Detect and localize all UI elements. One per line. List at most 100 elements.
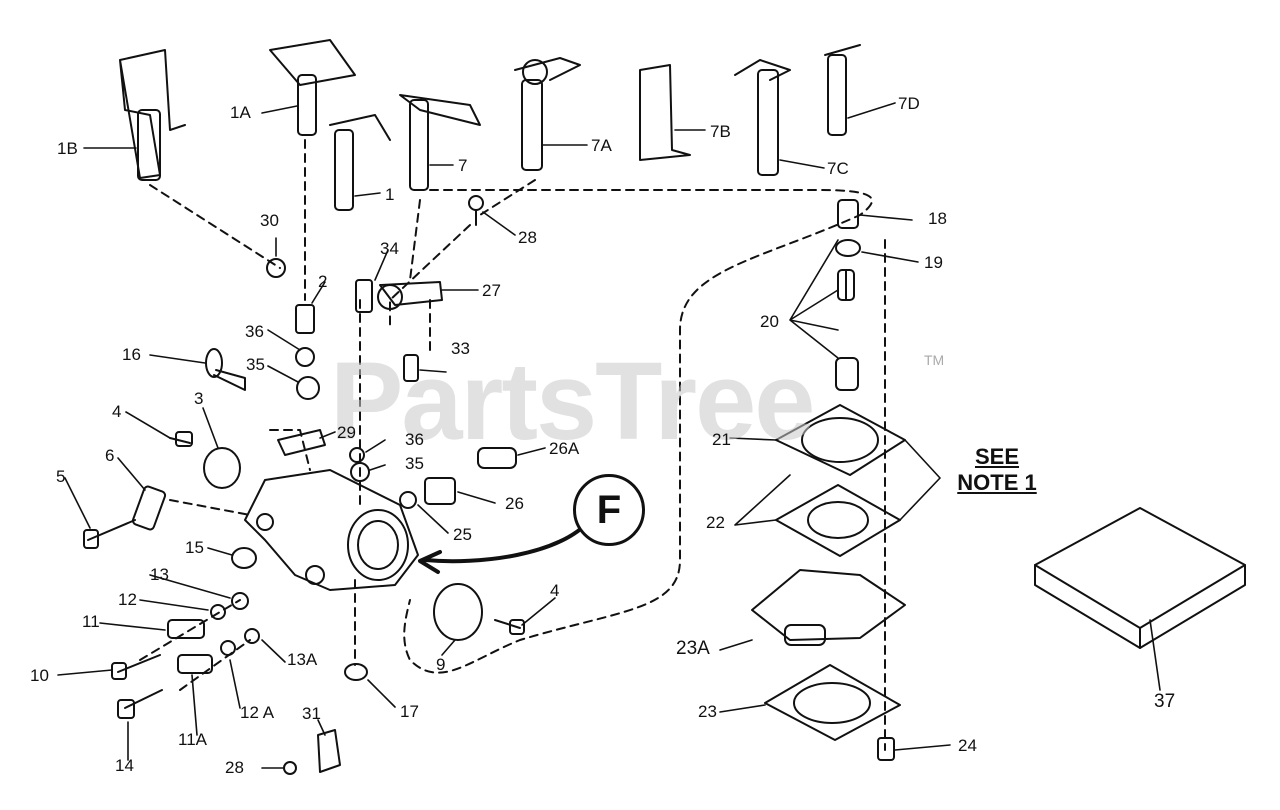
part-27-bracket <box>377 281 443 310</box>
label-27: 27 <box>482 281 501 300</box>
part-5-screw <box>83 519 136 549</box>
part-11a-spring <box>177 654 213 674</box>
part-31-clip <box>317 729 341 773</box>
label-37: 37 <box>1154 691 1176 712</box>
label-4-right: 4 <box>550 581 560 600</box>
part-12a-washer <box>220 640 236 656</box>
label-20: 20 <box>760 312 779 331</box>
label-21: 21 <box>712 430 731 449</box>
label-35-top: 35 <box>246 355 265 374</box>
label-29: 29 <box>337 423 356 442</box>
label-9: 9 <box>436 655 446 674</box>
label-10: 10 <box>30 666 49 685</box>
part-7a-shaft <box>514 57 581 171</box>
label-26a: 26A <box>549 439 580 458</box>
part-28-screw <box>468 195 484 226</box>
label-35-mid: 35 <box>405 454 424 473</box>
label-1: 1 <box>385 185 395 204</box>
see-note-label: SEE NOTE 1 <box>942 444 1052 496</box>
label-19: 19 <box>924 253 943 272</box>
f-badge: F <box>573 474 645 546</box>
part-13a-gasket <box>244 628 260 644</box>
part-33-spring <box>403 354 419 382</box>
label-7a: 7A <box>591 136 612 155</box>
part-26-fitting <box>424 477 456 505</box>
part-24-screw <box>877 737 895 761</box>
part-2-spring <box>295 304 315 334</box>
part-28b-screw <box>283 761 297 775</box>
dashed-lead-7a <box>479 179 536 216</box>
part-12-washer <box>210 604 226 620</box>
label-6: 6 <box>105 446 115 465</box>
part-36-washer <box>295 347 315 367</box>
part-22-diaphragm <box>775 484 901 557</box>
f-arrowhead <box>418 550 442 574</box>
part-4-screw-a <box>169 431 193 447</box>
dashed-boundary <box>403 189 873 674</box>
label-1a: 1A <box>230 103 251 122</box>
part-20-needle <box>835 269 859 391</box>
label-23a: 23A <box>676 638 710 659</box>
part-14-needle <box>117 689 163 719</box>
part-16-pin <box>205 348 246 391</box>
label-36-mid: 36 <box>405 430 424 449</box>
label-13a: 13A <box>287 650 318 669</box>
part-carburetor-body <box>244 469 419 591</box>
see-note-line2: NOTE 1 <box>957 470 1037 495</box>
part-9-cover <box>433 583 483 641</box>
part-23a-cover <box>751 569 906 646</box>
dashed-lead-1b <box>149 184 281 269</box>
part-4b-screw <box>494 619 525 635</box>
label-7d: 7D <box>898 94 920 113</box>
part-1b-shaft <box>119 49 186 181</box>
label-36-top: 36 <box>245 322 264 341</box>
label-22: 22 <box>706 513 725 532</box>
label-28-top: 28 <box>518 228 537 247</box>
label-1b: 1B <box>57 139 78 158</box>
label-7b: 7B <box>710 122 731 141</box>
part-19-seal <box>835 239 861 257</box>
label-11: 11 <box>82 612 100 631</box>
label-5: 5 <box>56 467 66 486</box>
label-25: 25 <box>453 525 472 544</box>
label-24: 24 <box>958 736 977 755</box>
f-arrow <box>423 518 592 564</box>
label-16: 16 <box>122 345 141 364</box>
part-26a-fitting <box>477 447 517 469</box>
see-note-line1: SEE <box>974 444 1020 469</box>
part-18-spring <box>837 199 859 229</box>
label-11a: 11A <box>178 730 207 749</box>
part-7d-shaft <box>824 44 861 136</box>
label-12: 12 <box>118 590 137 609</box>
part-25-plug <box>399 491 417 509</box>
partstree-watermark: PartsTree <box>330 340 815 463</box>
part-36b-washer <box>349 447 365 463</box>
part-13-gasket <box>231 592 249 610</box>
leader-lines <box>57 102 1161 769</box>
part-35-washer <box>296 376 320 400</box>
part-15-plug <box>231 547 257 569</box>
label-30: 30 <box>260 211 279 230</box>
dashed-lead-center <box>269 299 361 506</box>
part-29-lever <box>277 429 326 456</box>
label-12a: 12 A <box>240 703 275 722</box>
label-3: 3 <box>194 389 204 408</box>
label-34: 34 <box>380 239 399 258</box>
part-34-spring <box>355 279 373 313</box>
part-35b-washer <box>350 462 370 482</box>
label-14: 14 <box>115 756 134 775</box>
dashed-lead-28 <box>389 224 471 351</box>
label-23: 23 <box>698 702 717 721</box>
label-17: 17 <box>400 702 419 721</box>
part-7b-shaft <box>639 64 691 161</box>
label-7: 7 <box>458 156 468 175</box>
part-17-plug <box>344 663 368 681</box>
part-10-needle <box>111 654 161 680</box>
part-1a-shaft <box>269 39 356 136</box>
dashed-lead-7 <box>409 199 421 281</box>
label-26: 26 <box>505 494 524 513</box>
part-23-gasket <box>764 664 901 741</box>
label-33: 33 <box>451 339 470 358</box>
label-2: 2 <box>318 272 328 291</box>
part-37-kit-box <box>1034 507 1246 649</box>
